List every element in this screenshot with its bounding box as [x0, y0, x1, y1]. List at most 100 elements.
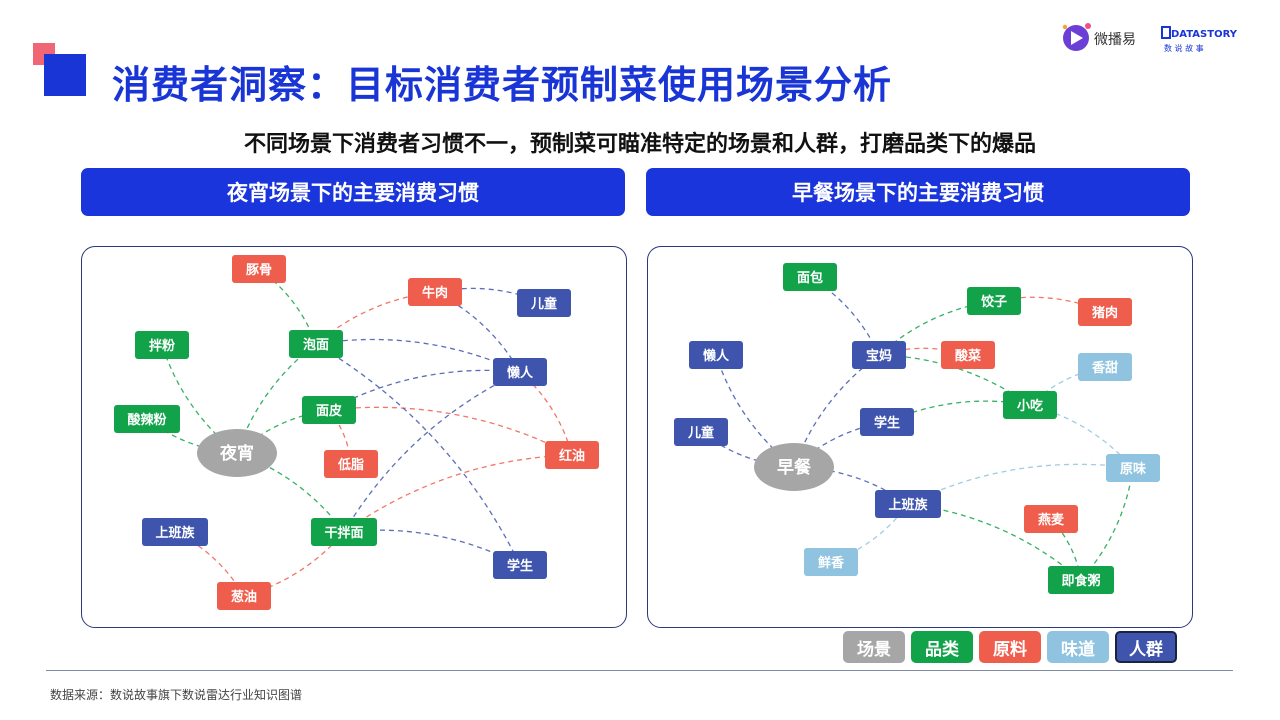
edge-paomian-beef — [315, 291, 436, 345]
node-box — [1003, 391, 1057, 419]
node-label: 酸菜 — [955, 348, 981, 364]
node-label: 葱油 — [231, 589, 257, 605]
node-label: 小吃 — [1017, 398, 1043, 414]
breakfast-diagram: 早餐面包饺子猪肉懒人宝妈酸菜香甜儿童学生小吃原味上班族燕麦鲜香即食粥 — [674, 263, 1160, 594]
node-label: 干拌面 — [324, 525, 363, 541]
node-label: 儿童 — [687, 425, 714, 441]
node-box — [142, 518, 208, 546]
node-box — [941, 341, 995, 369]
node-box — [1048, 566, 1114, 594]
node-label: 饺子 — [981, 294, 1007, 310]
edge-hub-banfen — [161, 344, 238, 454]
node-box — [1078, 353, 1132, 381]
node-label: 原味 — [1120, 461, 1146, 477]
legend-item-0: 场景 — [843, 631, 905, 663]
node-box — [493, 551, 547, 579]
node-mianpi: 面皮 — [302, 396, 356, 424]
node-hongyou: 红油 — [545, 441, 599, 469]
node-box — [1024, 505, 1078, 533]
edge-original-porridge — [1080, 467, 1134, 581]
weiboyi-logo-icon — [1062, 23, 1091, 51]
edge-worker-original — [907, 463, 1134, 505]
node-pickled: 酸菜 — [941, 341, 995, 369]
node-lazy: 懒人 — [493, 358, 547, 386]
node-label: 面皮 — [316, 403, 342, 419]
node-porridge: 即食粥 — [1048, 566, 1114, 594]
datastory-logo-subtext: 数 说 故 事 — [1164, 43, 1204, 53]
node-box — [324, 450, 378, 478]
node-student: 学生 — [860, 408, 914, 436]
hub-label: 早餐 — [777, 457, 812, 478]
right-diagram-panel: 早餐面包饺子猪肉懒人宝妈酸菜香甜儿童学生小吃原味上班族燕麦鲜香即食粥 — [647, 246, 1193, 628]
node-label: 牛肉 — [422, 285, 448, 301]
node-ganban: 干拌面 — [311, 518, 377, 546]
footer-divider — [46, 670, 1233, 671]
node-label: 燕麦 — [1038, 512, 1065, 528]
node-congyou: 葱油 — [217, 582, 271, 610]
node-lazy: 懒人 — [689, 341, 743, 369]
node-box — [217, 582, 271, 610]
right-section-header: 早餐场景下的主要消费习惯 — [646, 168, 1190, 216]
node-label: 懒人 — [507, 365, 534, 381]
edge-paomian-student — [315, 343, 521, 566]
node-label: 低脂 — [337, 457, 364, 473]
node-box — [311, 518, 377, 546]
node-label: 上班族 — [155, 525, 195, 541]
node-oat: 燕麦 — [1024, 505, 1078, 533]
node-hub: 夜宵 — [197, 429, 277, 477]
node-dizhi: 低脂 — [324, 450, 378, 478]
brand-logos: 微播易 DATASTORY 数 说 故 事 — [1062, 23, 1238, 53]
title-deco-blue — [44, 54, 86, 96]
node-label: 宝妈 — [866, 348, 892, 364]
node-box — [875, 490, 941, 518]
hub-label: 夜宵 — [219, 443, 254, 464]
node-student: 学生 — [493, 551, 547, 579]
node-box — [114, 405, 180, 433]
node-box — [1078, 298, 1132, 326]
edge-mom-dumpling — [878, 300, 995, 356]
subtitle: 不同场景下消费者习惯不一，预制菜可瞄准特定的场景和人群，打磨品类下的爆品 — [243, 132, 1036, 157]
node-label: 上班族 — [888, 497, 928, 513]
node-label: 拌粉 — [149, 338, 175, 354]
legend-item-4: 人群 — [1115, 631, 1177, 663]
node-box — [689, 341, 743, 369]
legend-item-3: 味道 — [1047, 631, 1109, 663]
edge-ganban-hongyou — [343, 454, 573, 533]
node-pork: 猪肉 — [1078, 298, 1132, 326]
left-diagram-panel: 夜宵 豚骨牛肉 儿童拌粉 泡面懒人酸辣粉 面皮红油低脂上班族 干拌面学生葱油 — [81, 246, 627, 628]
node-label: 学生 — [874, 415, 900, 431]
node-label: 鲜香 — [818, 555, 845, 571]
node-box — [967, 287, 1021, 315]
node-box — [852, 341, 906, 369]
node-box — [289, 330, 343, 358]
left-section-header: 夜宵场景下的主要消费习惯 — [81, 168, 625, 216]
node-label: 即食粥 — [1061, 573, 1100, 589]
node-box — [545, 441, 599, 469]
node-banfen: 拌粉 — [135, 331, 189, 359]
node-box — [674, 418, 728, 446]
node-label: 泡面 — [303, 337, 329, 353]
hub-ellipse — [754, 443, 834, 491]
node-paomian: 泡面 — [289, 330, 343, 358]
node-box — [408, 278, 462, 306]
legend: 场景品类原料味道人群 — [843, 631, 1177, 663]
edge-layer — [700, 276, 1134, 581]
node-tunnel: 豚骨 — [232, 255, 286, 283]
edge-layer — [146, 268, 573, 597]
node-original: 原味 — [1106, 454, 1160, 482]
node-label: 酸辣粉 — [127, 412, 166, 428]
node-kids: 儿童 — [517, 289, 571, 317]
node-label: 学生 — [507, 558, 533, 574]
node-label: 懒人 — [703, 348, 730, 364]
node-fresh: 鲜香 — [804, 548, 858, 576]
node-sweet: 香甜 — [1078, 353, 1132, 381]
node-label: 猪肉 — [1091, 305, 1118, 321]
hub-ellipse — [197, 429, 277, 477]
edge-mianpi-hongyou — [328, 406, 573, 456]
node-hub: 早餐 — [754, 443, 834, 491]
node-beef: 牛肉 — [408, 278, 462, 306]
legend-item-2: 原料 — [979, 631, 1041, 663]
node-box — [1106, 454, 1160, 482]
node-mom: 宝妈 — [852, 341, 906, 369]
